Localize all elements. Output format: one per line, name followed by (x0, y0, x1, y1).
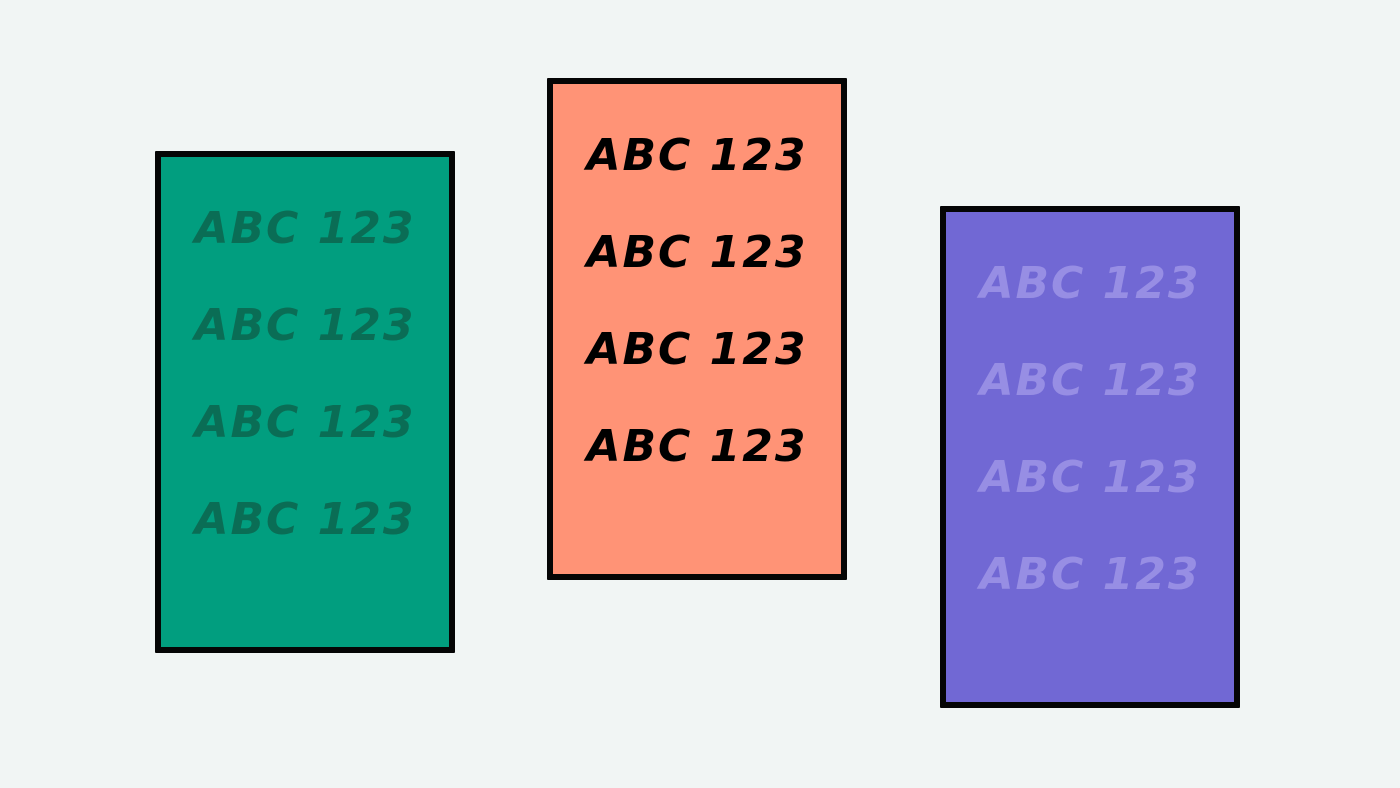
card-text-line: ABC 123 (586, 130, 808, 181)
card-purple: ABC 123 ABC 123 ABC 123 ABC 123 (940, 206, 1240, 708)
card-text-line: ABC 123 (586, 421, 808, 472)
card-text-line: ABC 123 (194, 494, 416, 545)
card-text-line: ABC 123 (979, 452, 1201, 503)
card-green: ABC 123 ABC 123 ABC 123 ABC 123 (155, 151, 455, 653)
card-text-line: ABC 123 (194, 300, 416, 351)
card-text-line: ABC 123 (979, 549, 1201, 600)
card-text-line: ABC 123 (979, 258, 1201, 309)
card-text-line: ABC 123 (979, 355, 1201, 406)
card-text-line: ABC 123 (194, 397, 416, 448)
card-text-line: ABC 123 (194, 203, 416, 254)
card-text-line: ABC 123 (586, 324, 808, 375)
card-salmon: ABC 123 ABC 123 ABC 123 ABC 123 (547, 78, 847, 580)
card-text-line: ABC 123 (586, 227, 808, 278)
